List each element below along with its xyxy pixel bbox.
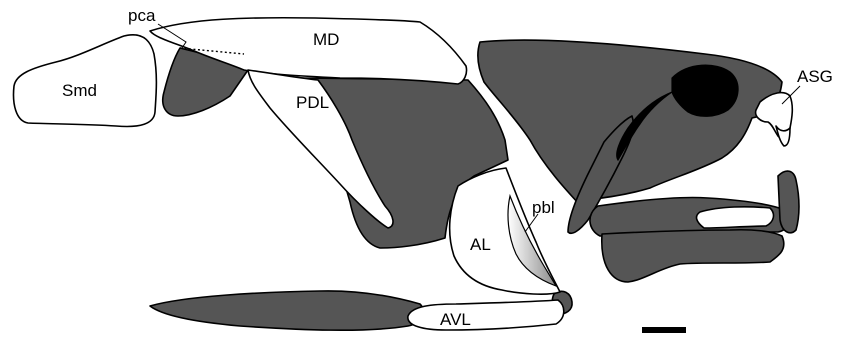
label-al: AL xyxy=(470,235,491,254)
label-pbl: pbl xyxy=(532,198,555,217)
label-avl: AVL xyxy=(440,310,471,329)
label-pdl: PDL xyxy=(296,93,329,112)
dark-bone-ventral-strip xyxy=(150,291,423,330)
label-smd: Smd xyxy=(62,81,97,100)
label-md: MD xyxy=(313,30,339,49)
scale-bar xyxy=(642,327,686,333)
dark-bone-jaw-spike xyxy=(778,171,799,233)
dark-bone-lower-jaw xyxy=(602,230,784,282)
bone-avl xyxy=(408,300,564,330)
label-asg: ASG xyxy=(797,67,833,86)
bone-jaw-bridge xyxy=(697,207,774,228)
label-pca: pca xyxy=(128,6,156,25)
